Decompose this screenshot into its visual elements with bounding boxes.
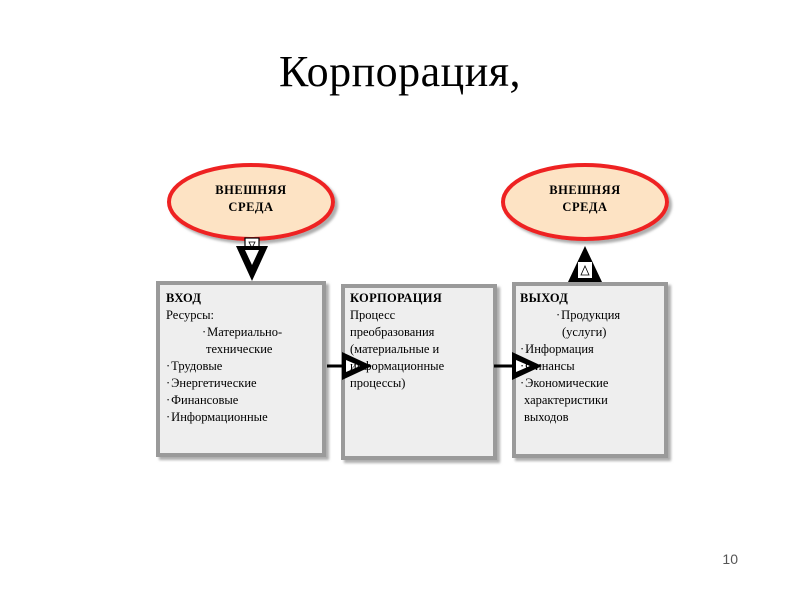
output-item-products: Продукция [556, 307, 664, 324]
page-number: 10 [722, 551, 738, 567]
left-environment-line1: ВНЕШНЯЯ [215, 183, 287, 197]
output-box: ВЫХОД Продукция (услуги) Информация Фина… [520, 290, 664, 426]
arrow-input-to-corporation [327, 352, 372, 380]
corporation-line: процессы) [350, 376, 406, 390]
output-first-item: Продукция (услуги) [520, 307, 664, 341]
output-heading: ВЫХОД [520, 291, 569, 305]
right-environment-line1: ВНЕШНЯЯ [549, 183, 621, 197]
input-item: Финансовые [166, 392, 322, 409]
corporation-line: (материальные и [350, 342, 440, 356]
input-box: ВХОД Ресурсы: Материально- технические Т… [166, 290, 322, 426]
output-item: Экономические [520, 375, 664, 392]
input-sub-item-line2: технические [206, 342, 273, 356]
output-item-cont: выходов [524, 410, 569, 424]
input-sub-item-line1: Материально- [202, 324, 322, 341]
corporation-line: преобразования [350, 325, 435, 339]
left-environment-label: ВНЕШНЯЯ СРЕДА [181, 182, 321, 216]
input-item: Информационные [166, 409, 322, 426]
corporation-heading: КОРПОРАЦИЯ [350, 291, 443, 305]
input-item: Энергетические [166, 375, 322, 392]
input-item: Трудовые [166, 358, 322, 375]
right-environment-ellipse [501, 163, 669, 241]
output-item-cont: характеристики [524, 393, 608, 407]
right-environment-line2: СРЕДА [562, 200, 608, 214]
up-arrow-connector [568, 246, 602, 282]
output-item-products-cont: (услуги) [562, 325, 607, 339]
output-item: Финансы [520, 358, 664, 375]
page-title: Корпорация, [278, 47, 522, 96]
right-environment-label: ВНЕШНЯЯ СРЕДА [515, 182, 655, 216]
corporation-line: информационные [350, 359, 445, 373]
input-subheading: Ресурсы: [166, 308, 214, 322]
corporation-box: КОРПОРАЦИЯ Процесс преобразования (матер… [350, 290, 492, 392]
down-arrow-connector [236, 237, 268, 281]
left-environment-line2: СРЕДА [228, 200, 274, 214]
corporation-line: Процесс [350, 308, 396, 322]
input-sub-item: Материально- технические [166, 324, 322, 358]
input-heading: ВХОД [166, 291, 202, 305]
output-item: Информация [520, 341, 664, 358]
